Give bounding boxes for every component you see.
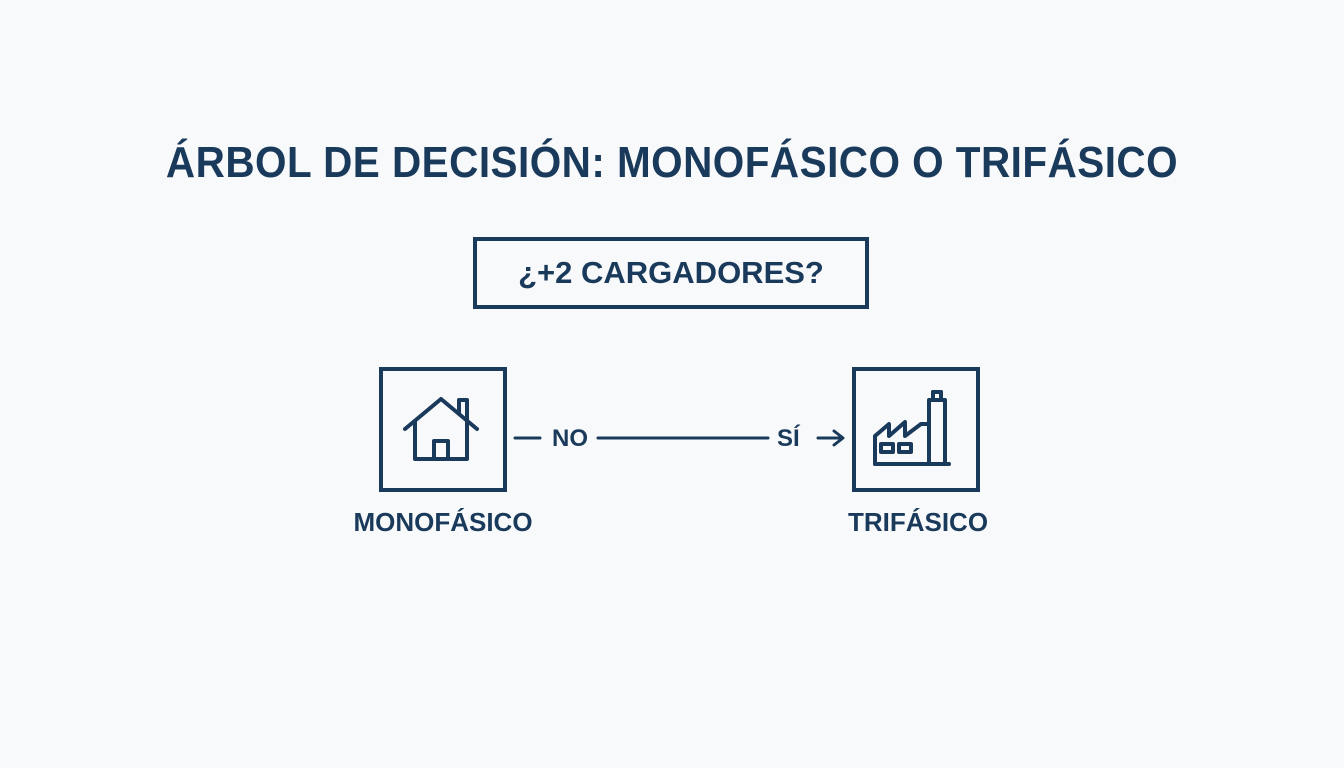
branch-connector <box>513 429 845 447</box>
decision-question-text: ¿+2 CARGADORES? <box>518 255 824 290</box>
three-phase-node <box>852 367 980 492</box>
three-phase-label: TRIFÁSICO <box>847 507 989 537</box>
diagram-title: ÁRBOL DE DECISIÓN: MONOFÁSICO O TRIFÁSIC… <box>165 138 1179 187</box>
single-phase-node <box>379 367 507 492</box>
no-branch-label: NO <box>552 425 588 452</box>
factory-icon <box>873 389 951 466</box>
house-icon <box>403 396 479 461</box>
arrow-head <box>832 429 845 447</box>
decision-question-box: ¿+2 CARGADORES? <box>473 237 869 309</box>
yes-branch-label: SÍ <box>777 425 800 452</box>
single-phase-label: MONOFÁSICO <box>353 507 533 537</box>
